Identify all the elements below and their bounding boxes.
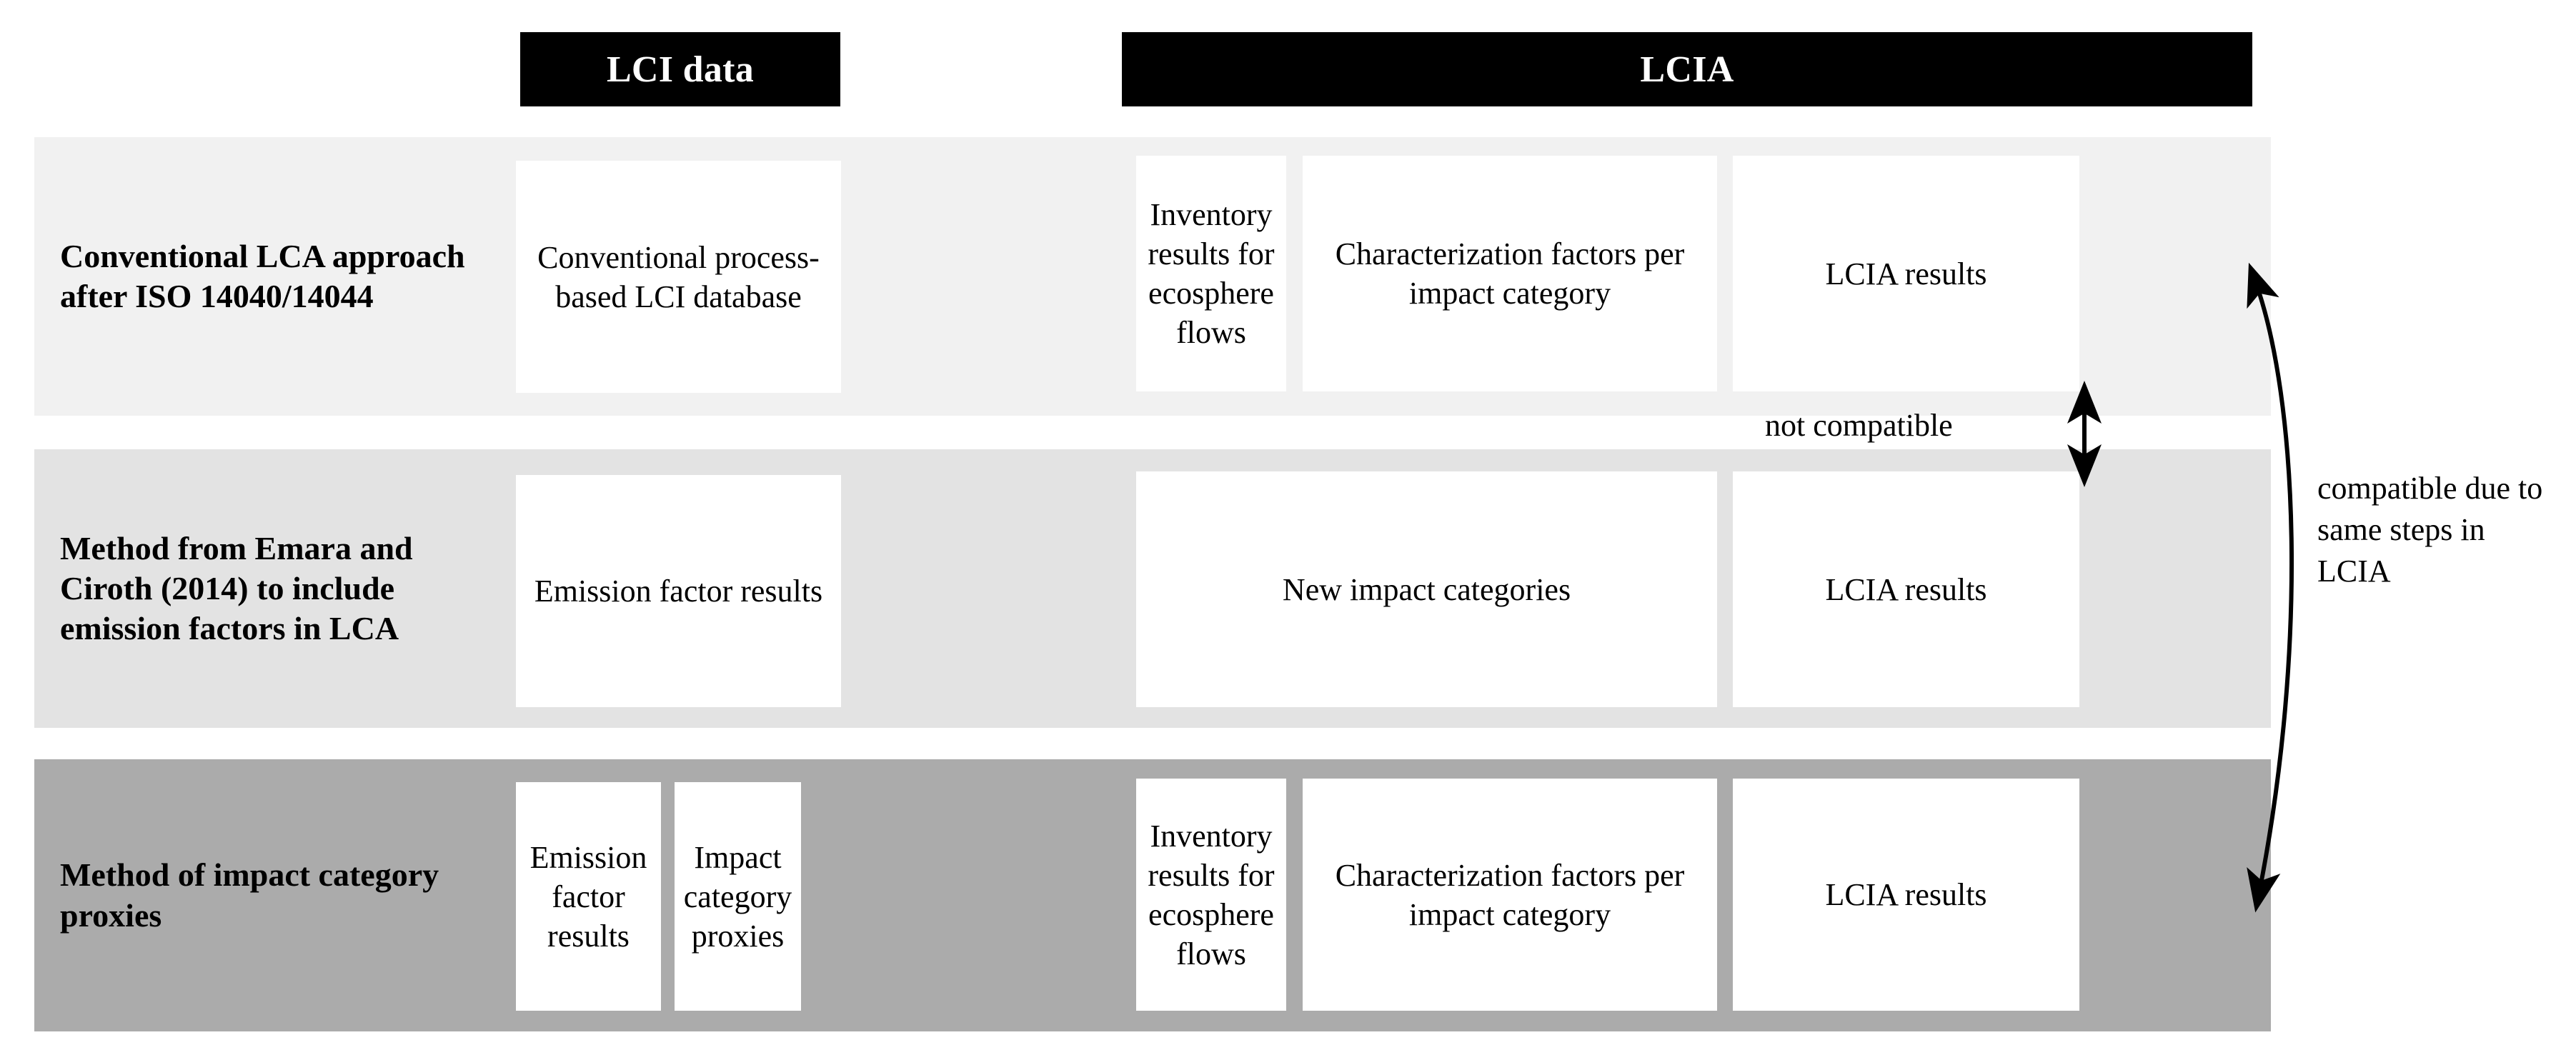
annotation-compatible-due-to-same-steps: compatible due to same steps in LCIA bbox=[2317, 471, 2543, 589]
box-impact-category-proxies: Impact category proxies bbox=[675, 782, 801, 1011]
box-conventional-process-based-lci-database: Conventional process-based LCI database bbox=[516, 161, 841, 393]
box-emission-factor-results-row2: Emission factor results bbox=[516, 475, 841, 707]
row-label-conventional-lca: Conventional LCA approach after ISO 1404… bbox=[34, 137, 492, 416]
box-new-impact-categories: New impact categories bbox=[1136, 471, 1717, 707]
row-label-emara-ciroth-method: Method from Emara and Ciroth (2014) to i… bbox=[34, 449, 492, 728]
box-emission-factor-results-row3: Emission factor results bbox=[516, 782, 661, 1011]
row-label-text: Method of impact category proxies bbox=[60, 856, 439, 934]
column-header-lcia: LCIA bbox=[1122, 32, 2252, 106]
annotation-not-compatible: not compatible bbox=[1765, 408, 1953, 443]
row-label-impact-category-proxies-method: Method of impact category proxies bbox=[34, 759, 492, 1031]
box-lcia-results-row3: LCIA results bbox=[1733, 779, 2079, 1011]
box-characterization-factors-per-impact-category-row1: Characterization factors per impact cate… bbox=[1303, 156, 1717, 391]
box-characterization-factors-per-impact-category-row3: Characterization factors per impact cate… bbox=[1303, 779, 1717, 1011]
row-label-text: Conventional LCA approach after ISO 1404… bbox=[60, 237, 465, 314]
column-header-lci-data: LCI data bbox=[520, 32, 840, 106]
row-label-text: Method from Emara and Ciroth (2014) to i… bbox=[60, 529, 413, 647]
box-lcia-results-row2: LCIA results bbox=[1733, 471, 2079, 707]
box-lcia-results-row1: LCIA results bbox=[1733, 156, 2079, 391]
box-inventory-results-ecosphere-flows-row3: Inventory results for ecosphere flows bbox=[1136, 779, 1286, 1011]
box-inventory-results-ecosphere-flows-row1: Inventory results for ecosphere flows bbox=[1136, 156, 1286, 391]
